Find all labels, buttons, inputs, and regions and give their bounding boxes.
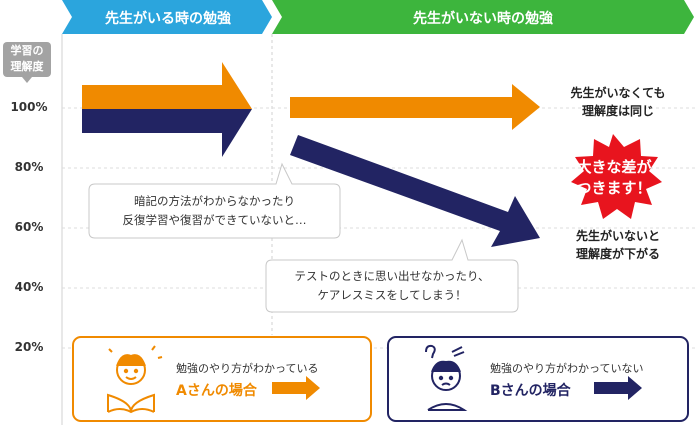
callout-1-line-1: 暗記の方法がわからなかったり: [134, 194, 295, 208]
case-b-title: Bさんの場合: [490, 383, 571, 399]
tick-60: 60%: [14, 220, 44, 234]
student-a-icon: [107, 345, 163, 414]
burst-line-2: つきます！: [576, 179, 652, 197]
callout-2-box: [265, 238, 519, 313]
case-b-box: [387, 336, 689, 422]
burst-text: 大きな差が つきます！: [566, 157, 662, 199]
callout-1-box: [88, 162, 341, 239]
arrow-b-drops: [290, 135, 540, 247]
tick-20: 20%: [14, 340, 44, 354]
badge-line-1: 学習の: [10, 44, 44, 57]
arrow-both-top-half: [82, 62, 252, 109]
phase-without-teacher-label: 先生がいない時の勉強: [413, 11, 553, 27]
burst-line-1: 大きな差が: [576, 158, 652, 176]
note-drop-line-2: 理解度が下がる: [575, 247, 660, 261]
phase-banners: [62, 0, 694, 34]
callout-2-line-1: テストのときに思い出せなかったり、: [294, 269, 490, 283]
callout-2-text: テストのときに思い出せなかったり、 ケアレスミスをしてしまう！: [266, 267, 518, 305]
case-b-arrow-icon: [594, 376, 642, 400]
arrow-a-stays: [290, 84, 540, 130]
student-b-icon: [425, 344, 468, 411]
tick-80: 80%: [14, 160, 44, 174]
case-a-box: [72, 336, 372, 422]
phase-with-teacher-label: 先生がいる時の勉強: [105, 11, 231, 27]
phase-banner-with-teacher: [62, 0, 272, 34]
tick-100: 100%: [10, 100, 48, 114]
callout-2-line-2: ケアレスミスをしてしまう！: [317, 288, 467, 302]
note-same-understanding: 先生がいなくても 理解度は同じ: [548, 84, 688, 120]
tick-40: 40%: [14, 280, 44, 294]
case-a-title: Aさんの場合: [176, 383, 257, 399]
arrow-both-bottom-half: [82, 109, 252, 157]
case-a-arrow-icon: [272, 376, 320, 400]
big-difference-burst: [571, 134, 662, 219]
note-same-line-2: 理解度は同じ: [581, 104, 654, 118]
understanding-axis-badge: 学習の 理解度: [3, 42, 51, 77]
note-understanding-drops: 先生がいないと 理解度が下がる: [548, 227, 688, 263]
badge-line-2: 理解度: [10, 60, 44, 73]
phase-banner-without-teacher: [272, 0, 694, 34]
callout-1-line-2: 反復学習や復習ができていないと…: [122, 213, 307, 227]
case-a-subtitle: 勉強のやり方がわかっている: [176, 362, 319, 375]
badge-pointer: [22, 77, 32, 83]
callout-1-text: 暗記の方法がわからなかったり 反復学習や復習ができていないと…: [89, 192, 340, 230]
case-b-subtitle: 勉強のやり方がわかっていない: [490, 362, 644, 375]
note-drop-line-1: 先生がいないと: [575, 229, 660, 243]
note-same-line-1: 先生がいなくても: [570, 86, 666, 100]
